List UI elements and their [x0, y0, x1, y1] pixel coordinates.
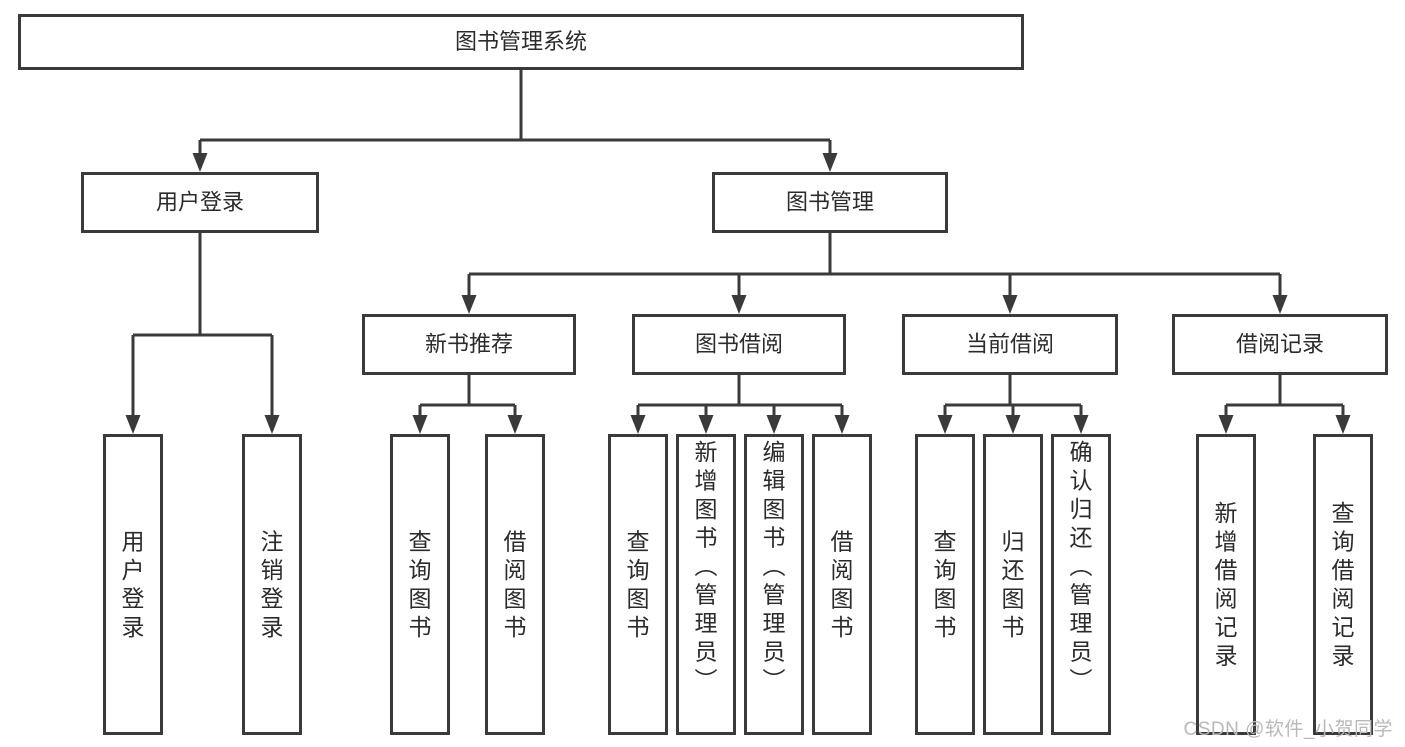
node-l1-用户登录[interactable]: 用户登录: [81, 172, 319, 233]
node-l2-新书推荐-rect: [362, 314, 576, 375]
node-l2-新书推荐[interactable]: 新书推荐: [362, 314, 576, 375]
node-leaf-10-确认归还管理员[interactable]: 确认归还︵管理员︶: [1051, 434, 1111, 735]
node-leaf-2-查询图书-rect: [390, 434, 450, 735]
node-l2-新书推荐-label: 新书推荐: [425, 331, 513, 356]
borrow-arrow-1: [698, 415, 714, 434]
root-to-l1-arrow-0: [192, 153, 208, 172]
node-leaf-4-查询图书-label: 查询图书: [627, 529, 650, 641]
bookmgmt-to-l2-arrow-2: [1002, 295, 1018, 314]
node-leaf-8-查询图书-label: 查询图书: [934, 529, 957, 641]
bookmgmt-to-l2-arrow-0: [461, 295, 477, 314]
node-leaf-1-注销登录[interactable]: 注销登录: [242, 434, 302, 735]
node-l1-图书管理-rect: [712, 172, 948, 233]
node-l2-图书借阅[interactable]: 图书借阅: [632, 314, 846, 375]
node-root-图书管理系统[interactable]: 图书管理系统: [18, 14, 1024, 70]
connector-layer: [125, 70, 1351, 434]
node-leaf-10-确认归还管理员-rect: [1051, 434, 1111, 735]
node-leaf-9-归还图书-label: 归还图书: [1002, 529, 1025, 641]
node-leaf-10-确认归还管理员-label: 确认归还︵管理员︶: [1070, 439, 1093, 693]
node-l1-图书管理-label: 图书管理: [786, 189, 874, 214]
node-leaf-5-新增图书管理员[interactable]: 新增图书︵管理员︶: [676, 434, 736, 735]
node-l1-用户登录-rect: [81, 172, 319, 233]
current-arrow-2: [1073, 415, 1089, 434]
node-l2-图书借阅-rect: [632, 314, 846, 375]
node-leaf-12-查询借阅记录-rect: [1313, 434, 1373, 735]
node-leaf-7-借阅图书[interactable]: 借阅图书: [812, 434, 872, 735]
borrow-arrow-3: [834, 415, 850, 434]
node-root-图书管理系统-label: 图书管理系统: [455, 29, 587, 54]
node-leaf-8-查询图书[interactable]: 查询图书: [915, 434, 975, 735]
userlogin-arrow-0: [125, 415, 141, 434]
node-l2-当前借阅-label: 当前借阅: [966, 331, 1054, 356]
node-l2-借阅记录-rect: [1172, 314, 1388, 375]
node-leaf-7-借阅图书-rect: [812, 434, 872, 735]
node-leaf-1-注销登录-label: 注销登录: [261, 529, 284, 641]
node-leaf-11-新增借阅记录[interactable]: 新增借阅记录: [1196, 434, 1256, 735]
node-leaf-0-用户登录-label: 用户登录: [122, 529, 145, 641]
node-l2-图书借阅-label: 图书借阅: [695, 331, 783, 356]
records-arrow-1: [1335, 415, 1351, 434]
records-arrow-0: [1218, 415, 1234, 434]
node-leaf-3-借阅图书-rect: [485, 434, 545, 735]
node-leaf-6-编辑图书管理员[interactable]: 编辑图书︵管理员︶: [744, 434, 804, 735]
node-leaf-11-新增借阅记录-rect: [1196, 434, 1256, 735]
node-leaf-11-新增借阅记录-label: 新增借阅记录: [1215, 500, 1238, 669]
newbook-arrow-1: [507, 415, 523, 434]
node-l2-当前借阅[interactable]: 当前借阅: [902, 314, 1118, 375]
node-leaf-2-查询图书-label: 查询图书: [409, 529, 432, 641]
node-leaf-3-借阅图书-label: 借阅图书: [504, 529, 527, 641]
userlogin-arrow-1: [264, 415, 280, 434]
bookmgmt-to-l2-arrow-1: [731, 295, 747, 314]
node-leaf-0-用户登录[interactable]: 用户登录: [103, 434, 163, 735]
node-leaf-4-查询图书[interactable]: 查询图书: [608, 434, 668, 735]
newbook-arrow-0: [412, 415, 428, 434]
node-layer: 图书管理系统用户登录图书管理新书推荐图书借阅当前借阅借阅记录用户登录注销登录查询…: [18, 14, 1388, 735]
current-arrow-1: [1005, 415, 1021, 434]
node-root-图书管理系统-rect: [18, 14, 1024, 70]
borrow-arrow-0: [630, 415, 646, 434]
node-l2-借阅记录[interactable]: 借阅记录: [1172, 314, 1388, 375]
bookmgmt-to-l2-arrow-3: [1272, 295, 1288, 314]
node-leaf-4-查询图书-rect: [608, 434, 668, 735]
node-leaf-5-新增图书管理员-label: 新增图书︵管理员︶: [695, 439, 718, 693]
node-leaf-0-用户登录-rect: [103, 434, 163, 735]
node-leaf-12-查询借阅记录-label: 查询借阅记录: [1332, 500, 1355, 669]
node-leaf-2-查询图书[interactable]: 查询图书: [390, 434, 450, 735]
node-l2-当前借阅-rect: [902, 314, 1118, 375]
node-leaf-6-编辑图书管理员-rect: [744, 434, 804, 735]
node-l1-用户登录-label: 用户登录: [156, 189, 244, 214]
root-to-l1-arrow-1: [822, 153, 838, 172]
node-leaf-9-归还图书[interactable]: 归还图书: [983, 434, 1043, 735]
node-leaf-1-注销登录-rect: [242, 434, 302, 735]
node-l1-图书管理[interactable]: 图书管理: [712, 172, 948, 233]
node-leaf-7-借阅图书-label: 借阅图书: [831, 529, 854, 641]
node-leaf-6-编辑图书管理员-label: 编辑图书︵管理员︶: [763, 439, 786, 693]
node-leaf-5-新增图书管理员-rect: [676, 434, 736, 735]
node-leaf-8-查询图书-rect: [915, 434, 975, 735]
borrow-arrow-2: [766, 415, 782, 434]
node-l2-借阅记录-label: 借阅记录: [1236, 331, 1324, 356]
node-leaf-3-借阅图书[interactable]: 借阅图书: [485, 434, 545, 735]
node-leaf-9-归还图书-rect: [983, 434, 1043, 735]
current-arrow-0: [937, 415, 953, 434]
node-leaf-12-查询借阅记录[interactable]: 查询借阅记录: [1313, 434, 1373, 735]
